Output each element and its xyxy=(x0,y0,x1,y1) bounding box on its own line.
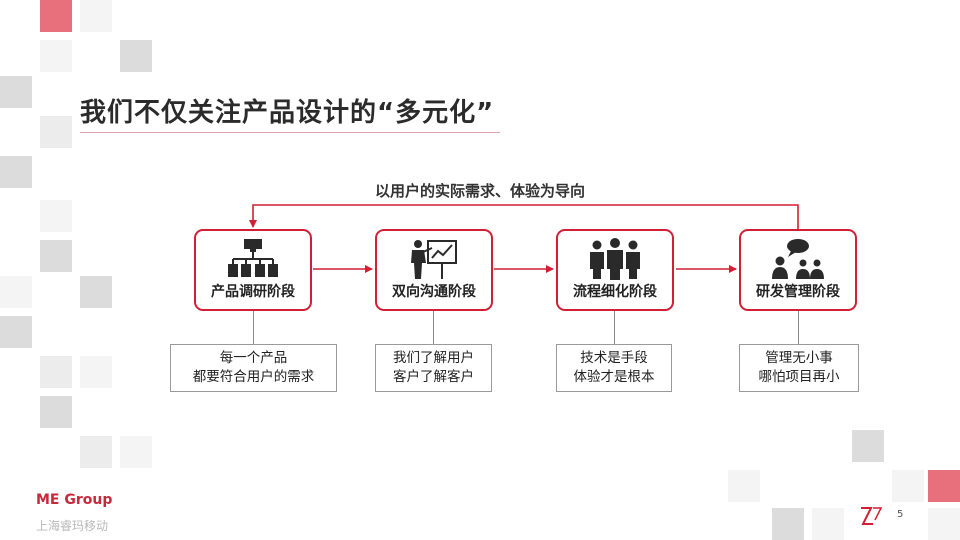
decor-square xyxy=(80,356,112,388)
note-line: 哪怕项目再小 xyxy=(758,369,840,385)
decor-square xyxy=(892,470,924,502)
decor-square xyxy=(40,116,72,148)
decor-square xyxy=(120,436,152,468)
stage-management: 研发管理阶段 xyxy=(739,229,857,311)
page-title: 我们不仅关注产品设计的“多元化” xyxy=(80,98,495,128)
decor-square xyxy=(80,436,112,468)
z-logo-icon xyxy=(861,507,883,525)
decor-square xyxy=(40,240,72,272)
team-group-icon xyxy=(558,237,672,281)
decor-square xyxy=(928,508,960,540)
meeting-speech-icon xyxy=(741,237,855,281)
note-line: 体验才是根本 xyxy=(573,369,655,385)
guide-text: 以用户的实际需求、体验为导向 xyxy=(374,182,585,200)
note-box: 技术是手段 体验才是根本 xyxy=(556,344,672,392)
note-line: 管理无小事 xyxy=(765,350,833,366)
note-box: 管理无小事 哪怕项目再小 xyxy=(739,344,859,392)
stage-communication: 双向沟通阶段 xyxy=(375,229,493,311)
decor-square xyxy=(40,396,72,428)
decor-square xyxy=(120,40,152,72)
decor-square xyxy=(812,508,844,540)
decor-square xyxy=(852,430,884,462)
note-connector xyxy=(798,311,799,344)
stage-process: 流程细化阶段 xyxy=(556,229,674,311)
brand-subtitle: 上海睿玛移动 xyxy=(36,519,109,533)
decor-square xyxy=(40,356,72,388)
stage-research: 产品调研阶段 xyxy=(194,229,312,311)
presenter-chart-icon xyxy=(377,237,491,281)
decor-square xyxy=(80,276,112,308)
stage-label: 双向沟通阶段 xyxy=(392,284,476,300)
page-number: 5 xyxy=(897,509,904,520)
decor-square xyxy=(40,200,72,232)
note-line: 技术是手段 xyxy=(580,350,648,366)
note-line: 都要符合用户的需求 xyxy=(192,369,315,385)
decor-square xyxy=(80,0,112,32)
stage-label: 流程细化阶段 xyxy=(573,284,657,300)
stage-label: 研发管理阶段 xyxy=(756,284,840,300)
decor-square xyxy=(928,470,960,502)
note-line: 我们了解用户 xyxy=(393,350,474,366)
note-line: 客户了解客户 xyxy=(393,369,474,385)
decor-square xyxy=(0,276,32,308)
decor-square xyxy=(0,76,32,108)
decor-square xyxy=(40,0,72,32)
brand-name: ME Group xyxy=(36,492,113,508)
decor-square xyxy=(728,470,760,502)
decor-square xyxy=(772,508,804,540)
note-box: 我们了解用户 客户了解客户 xyxy=(375,344,492,392)
feedback-loop-arrow xyxy=(249,204,799,229)
decor-square xyxy=(0,156,32,188)
note-connector xyxy=(614,311,615,344)
title-underline xyxy=(80,132,500,133)
note-line: 每一个产品 xyxy=(219,350,288,366)
hierarchy-network-icon xyxy=(196,237,310,281)
note-connector xyxy=(433,311,434,344)
stage-label: 产品调研阶段 xyxy=(211,284,295,300)
note-connector xyxy=(253,311,254,344)
decor-square xyxy=(40,40,72,72)
note-box: 每一个产品 都要符合用户的需求 xyxy=(170,344,337,392)
decor-square xyxy=(0,316,32,348)
